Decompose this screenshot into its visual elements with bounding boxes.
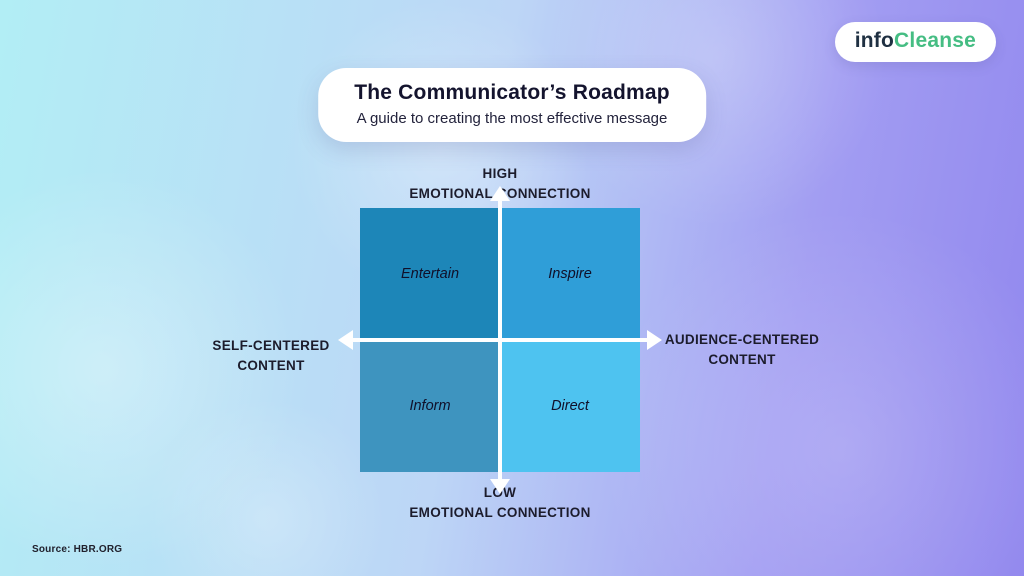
brand-prefix: info <box>854 29 895 52</box>
quadrant-label-inspire: Inspire <box>548 266 592 282</box>
axis-bottom-line2: EMOTIONAL CONNECTION <box>409 504 591 520</box>
page-title: The Communicator’s Roadmap <box>354 81 670 104</box>
title-card: The Communicator’s Roadmap A guide to cr… <box>318 68 706 142</box>
axis-label-audience-centered-content: AUDIENCE-CENTERED CONTENT <box>656 330 828 369</box>
quadrant-matrix: Entertain Inspire Inform Direct <box>338 186 662 494</box>
axis-right-line1: AUDIENCE-CENTERED <box>664 332 820 347</box>
axis-bottom-line1: LOW <box>483 485 517 500</box>
quadrant-inspire: Inspire <box>500 208 640 340</box>
axis-top-line2: EMOTIONAL CONNECTION <box>409 185 591 201</box>
axis-label-low-emotional-connection: LOW EMOTIONAL CONNECTION <box>360 483 640 522</box>
page-subtitle: A guide to creating the most effective m… <box>356 110 668 127</box>
axis-right-line2: CONTENT <box>708 351 776 367</box>
brand-suffix: Cleanse <box>894 29 976 52</box>
quadrant-label-entertain: Entertain <box>400 266 460 282</box>
axis-left-line1: SELF-CENTERED <box>212 338 330 353</box>
quadrant-inform: Inform <box>360 340 500 472</box>
axis-top-line1: HIGH <box>482 166 518 181</box>
axis-left-line2: CONTENT <box>237 357 305 373</box>
quadrant-label-inform: Inform <box>409 398 451 414</box>
quadrant-direct: Direct <box>500 340 640 472</box>
source-text: Source: HBR.ORG <box>32 544 123 555</box>
axis-label-high-emotional-connection: HIGH EMOTIONAL CONNECTION <box>360 164 640 203</box>
quadrant-entertain: Entertain <box>360 208 500 340</box>
quadrant-label-direct: Direct <box>551 398 589 414</box>
brand-logo: infoCleanse <box>834 22 996 62</box>
axis-label-self-centered-content: SELF-CENTERED CONTENT <box>196 336 346 375</box>
